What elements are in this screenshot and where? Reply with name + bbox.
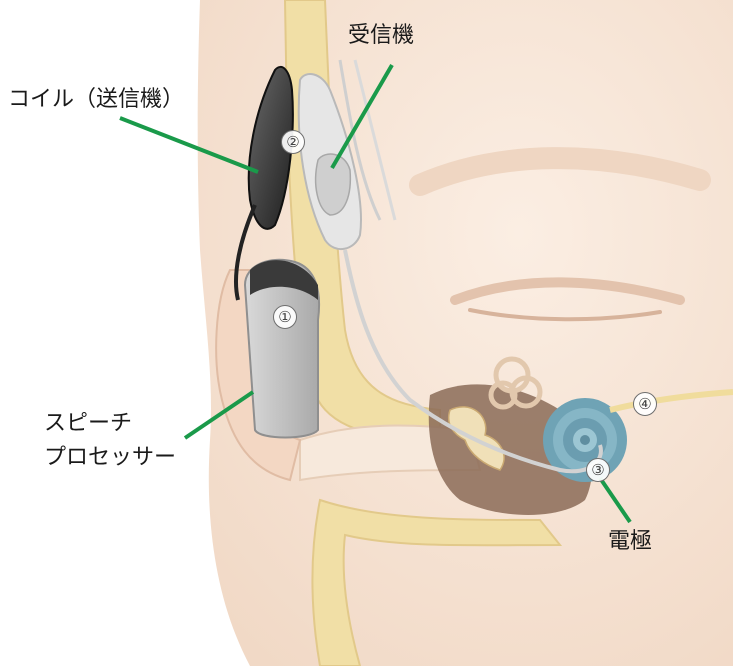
- marker-3: ③: [586, 458, 610, 482]
- label-speech-processor-line1: スピーチ: [44, 410, 132, 438]
- marker-2: ②: [281, 130, 305, 154]
- leader-line-speech-processor: [185, 392, 253, 438]
- leader-line-coil: [120, 118, 258, 172]
- label-electrode: 電極: [608, 528, 652, 556]
- label-coil-transmitter: コイル（送信機）: [8, 86, 184, 114]
- leader-line-receiver: [332, 65, 392, 168]
- label-speech-processor-line2: プロセッサー: [44, 444, 176, 472]
- marker-1: ①: [273, 305, 297, 329]
- label-receiver: 受信機: [348, 22, 414, 50]
- leader-line-electrode: [600, 478, 630, 522]
- marker-4: ④: [633, 392, 657, 416]
